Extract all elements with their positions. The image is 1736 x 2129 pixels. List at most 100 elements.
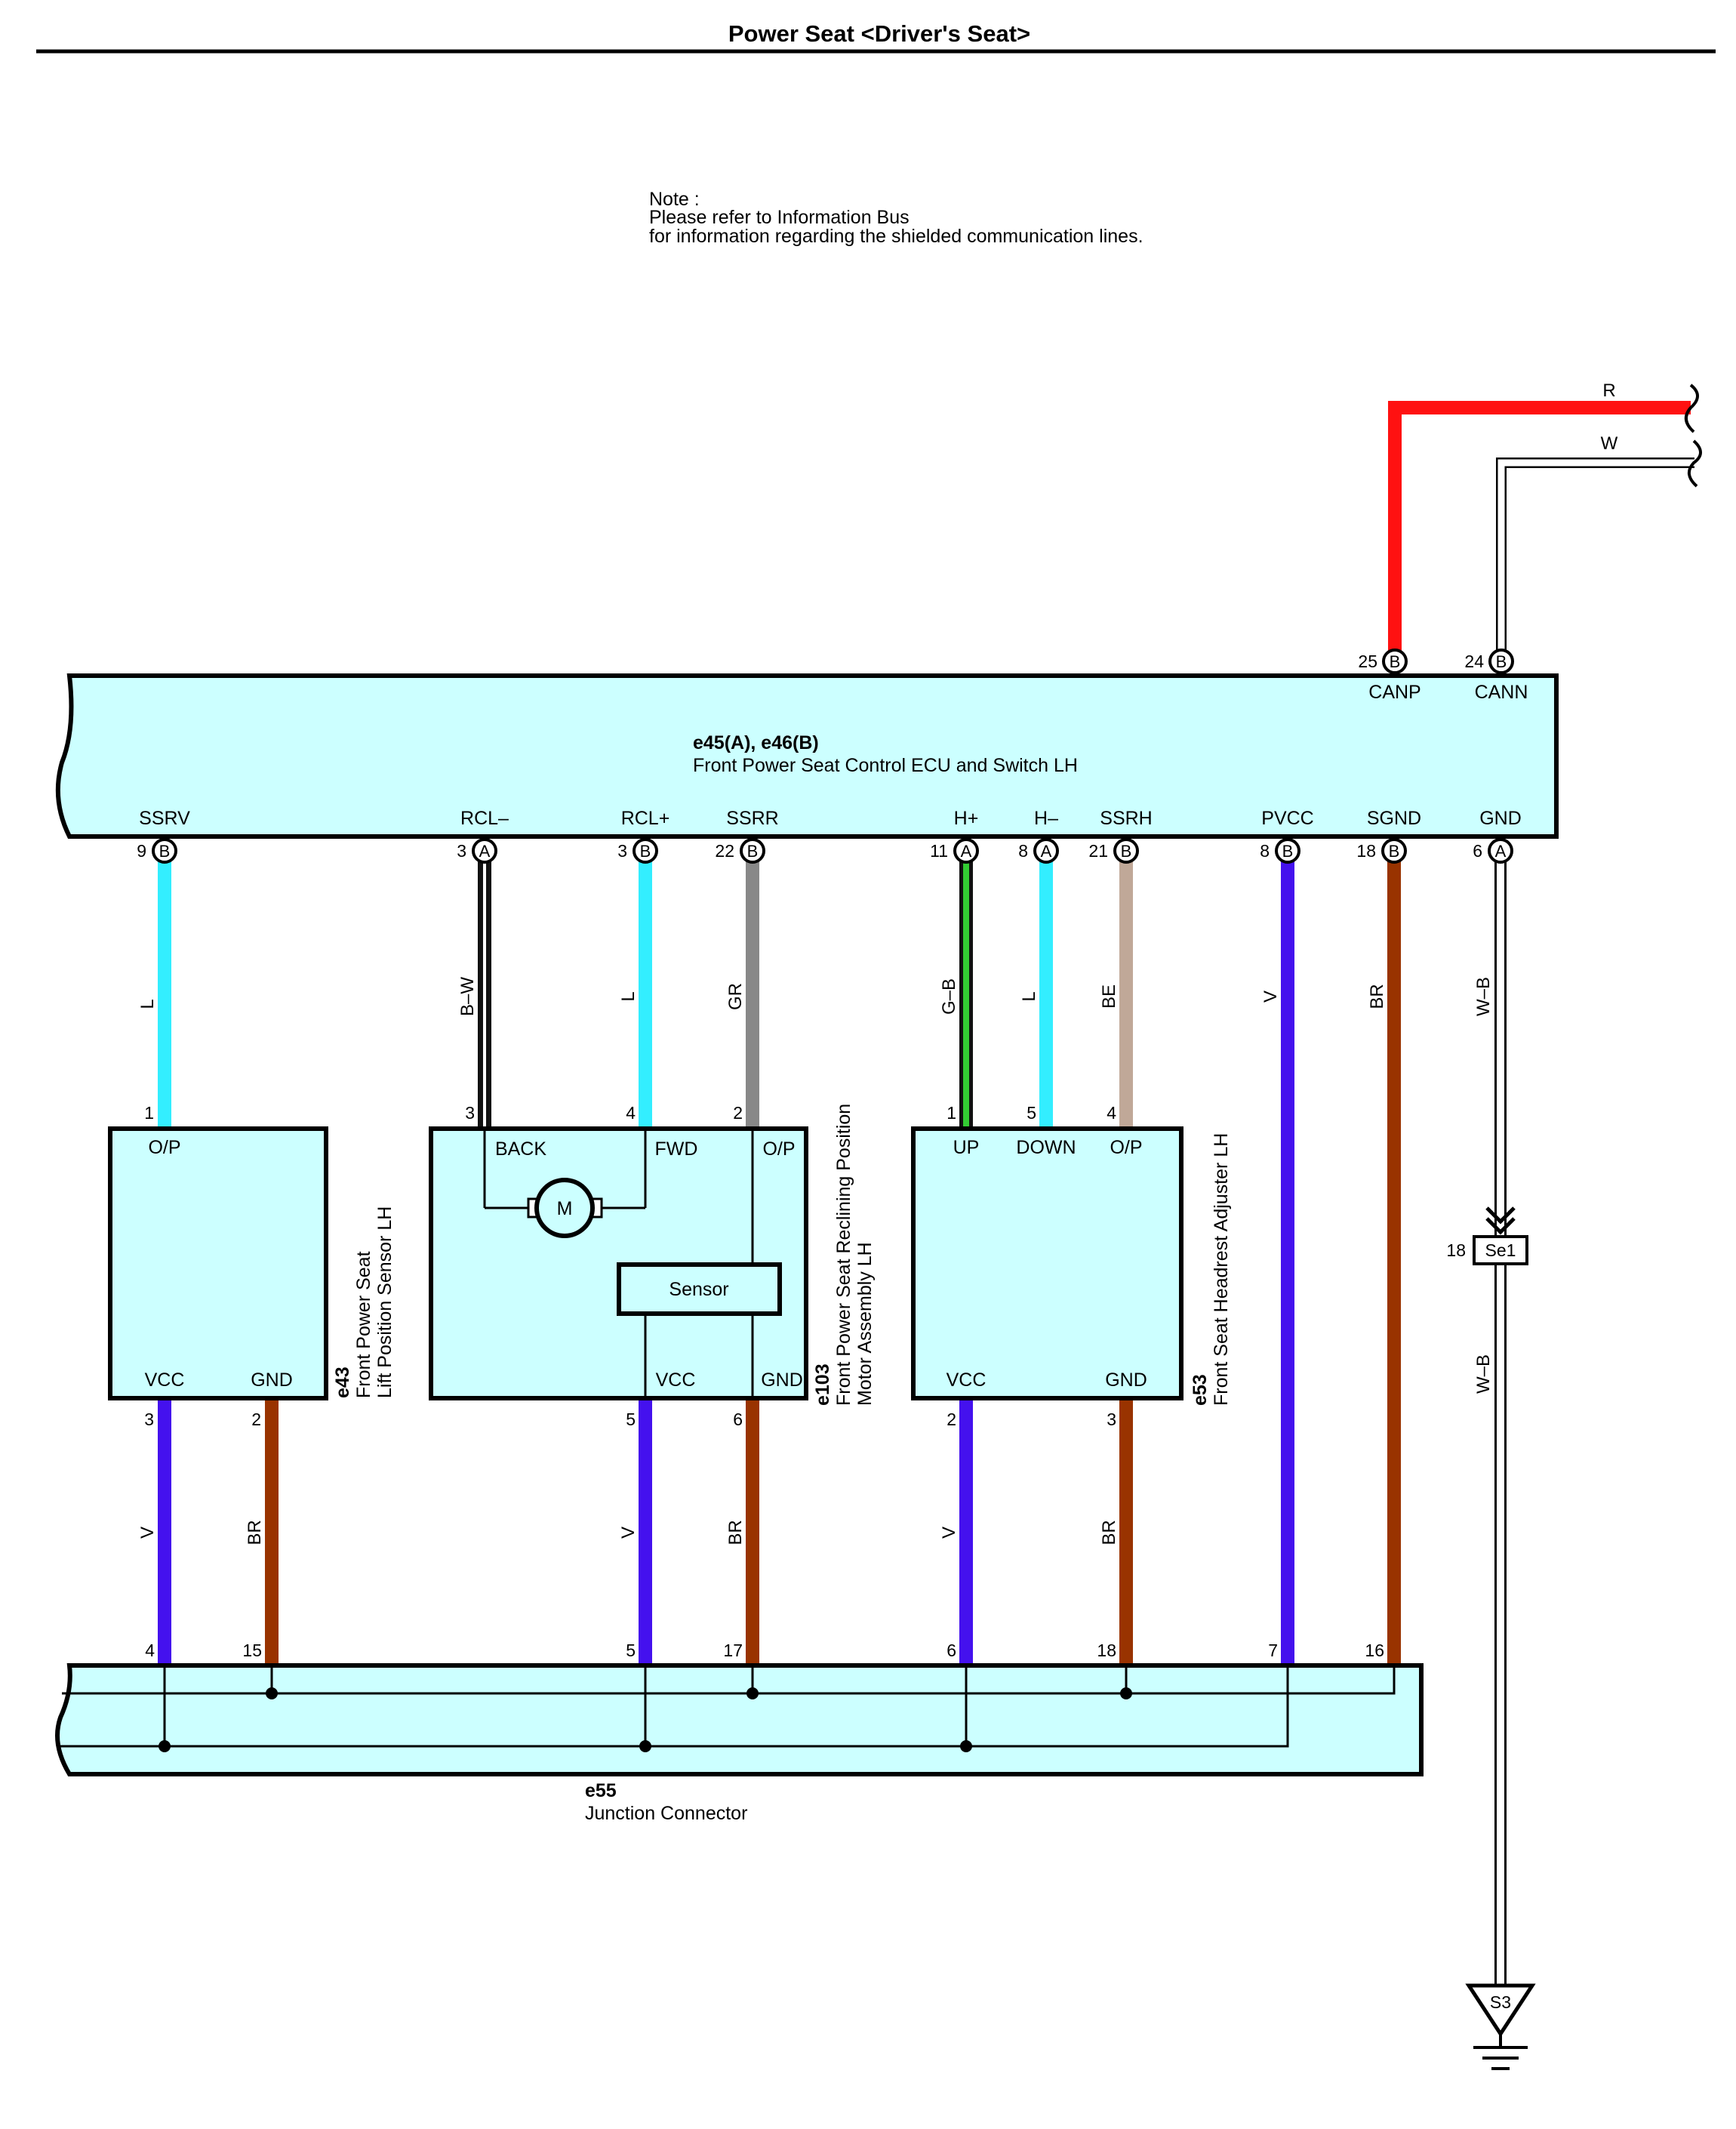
lower-wire-labels: V BR V BR V BR xyxy=(137,1520,1119,1545)
wire-label: B–W xyxy=(457,977,478,1016)
wire-label: W–B xyxy=(1473,977,1494,1016)
splice-pin: 18 xyxy=(1446,1240,1466,1260)
e53-vcc: VCC xyxy=(946,1370,987,1391)
term-rcl-plus: RCL+ xyxy=(621,808,670,829)
ground-s3: S3 xyxy=(1465,1983,1536,2070)
ecu-top-terminals: 25 B CANP 24 B CANN xyxy=(1358,649,1528,703)
splice-wire-label: W–B xyxy=(1473,1354,1494,1394)
can-bus-wires: R W xyxy=(1388,381,1702,661)
pin-gnd: 6 xyxy=(1473,841,1482,861)
e43-op: O/P xyxy=(148,1137,180,1158)
junction-dot xyxy=(266,1687,278,1699)
wire-label: V xyxy=(939,1527,959,1539)
connector-circle xyxy=(1381,838,1407,864)
e103-op: O/P xyxy=(762,1138,795,1160)
conn-rcl-plus: B xyxy=(640,842,651,861)
e55-pin: 4 xyxy=(145,1641,155,1660)
note-line-2: Please refer to Information Bus xyxy=(649,207,910,228)
e103-gnd: GND xyxy=(761,1370,803,1391)
e43-box xyxy=(108,1126,328,1400)
junction-box xyxy=(55,1663,1424,1776)
term-sgnd: SGND xyxy=(1367,808,1421,829)
connector-circle xyxy=(633,838,658,864)
e103-pin-vcc: 5 xyxy=(626,1410,636,1429)
note-line-1: Note : xyxy=(649,189,700,210)
pin-rcl-minus: 3 xyxy=(457,841,466,861)
pin-sgnd: 18 xyxy=(1356,841,1376,861)
conn-h-minus: A xyxy=(1041,842,1052,861)
wire-canp-red xyxy=(1388,401,1691,661)
note: Note : Please refer to Information Bus f… xyxy=(649,189,1143,247)
wire-label: L xyxy=(618,991,639,1001)
e103-motor: M xyxy=(557,1198,573,1219)
e55-pin: 6 xyxy=(946,1641,956,1660)
e103-vcc: VCC xyxy=(656,1370,696,1391)
e53-gnd: GND xyxy=(1105,1370,1147,1391)
e55-pin: 15 xyxy=(242,1641,262,1660)
e103-name-1: Front Power Seat Reclining Position xyxy=(833,1104,854,1406)
connector-circle xyxy=(152,838,177,864)
wire-label: BR xyxy=(245,1520,265,1545)
junction-e55: 4 15 5 17 6 18 7 16 e55 Junction Connect… xyxy=(55,1641,1424,1824)
wire-label: L xyxy=(1019,991,1039,1001)
wire-label: G–B xyxy=(939,978,959,1015)
e103-sensor: Sensor xyxy=(669,1279,728,1300)
e55-code: e55 xyxy=(585,1780,617,1801)
term-canp: CANP xyxy=(1368,682,1421,703)
component-e103: M Sensor BACK FWD O/P VCC GND 3 4 2 5 6 … xyxy=(429,1103,876,1429)
motor-icon xyxy=(534,1178,595,1238)
e103-code: e103 xyxy=(812,1363,833,1406)
ground-triangle xyxy=(1465,1983,1536,2038)
e53-up: UP xyxy=(953,1137,980,1158)
e55-pin: 16 xyxy=(1365,1641,1384,1660)
connector-circle xyxy=(1382,649,1408,674)
junction-dot xyxy=(159,1740,171,1752)
e53-box xyxy=(911,1126,1183,1400)
wire-label: BR xyxy=(725,1520,746,1545)
splice-box xyxy=(1473,1235,1528,1265)
component-e43: O/P VCC GND 1 3 2 e43 Front Power Seat L… xyxy=(108,1103,396,1429)
connector-circle xyxy=(472,838,497,864)
connector-circle xyxy=(1275,838,1300,864)
e103-name-2: Motor Assembly LH xyxy=(854,1242,876,1406)
splice-se1: Se1 18 W–B xyxy=(1446,1206,1528,1394)
e55-pin: 7 xyxy=(1268,1641,1278,1660)
junction-dot xyxy=(960,1740,972,1752)
connector-circle xyxy=(1488,649,1514,674)
wire-label-r: R xyxy=(1602,381,1615,401)
conn-sgnd: B xyxy=(1389,842,1400,861)
e53-pin-op: 4 xyxy=(1107,1103,1116,1123)
chevron-down-icon xyxy=(1485,1206,1516,1225)
wire-label: BR xyxy=(1099,1520,1119,1545)
page-title: Power Seat <Driver's Seat> xyxy=(728,20,1030,47)
e103-pin-back: 3 xyxy=(465,1103,475,1123)
wire-label: GR xyxy=(725,983,746,1010)
e103-fwd: FWD xyxy=(655,1138,698,1160)
wire-label: V xyxy=(618,1527,639,1539)
ground-label: S3 xyxy=(1490,1992,1511,2012)
pin-ssrv: 9 xyxy=(137,841,146,861)
component-e53: UP DOWN O/P VCC GND 1 5 4 2 3 e53 Front … xyxy=(911,1103,1232,1429)
e53-down: DOWN xyxy=(1016,1137,1076,1158)
e103-pin-fwd: 4 xyxy=(626,1103,636,1123)
e103-pin-gnd: 6 xyxy=(733,1410,743,1429)
upper-wire-labels: L B–W L GR G–B L BE V BR W–B xyxy=(137,977,1494,1016)
pin-ssrh: 21 xyxy=(1088,841,1108,861)
term-ssrr: SSRR xyxy=(726,808,778,829)
e53-name-1: Front Seat Headrest Adjuster LH xyxy=(1211,1133,1232,1406)
e103-back: BACK xyxy=(495,1138,546,1160)
conn-ssrr: B xyxy=(747,842,759,861)
e43-vcc: VCC xyxy=(145,1370,185,1391)
e55-name: Junction Connector xyxy=(585,1803,747,1824)
wire-label: L xyxy=(137,999,158,1009)
e53-pin-gnd: 3 xyxy=(1107,1410,1116,1429)
e43-pin-op: 1 xyxy=(144,1103,154,1123)
ecu-name: Front Power Seat Control ECU and Switch … xyxy=(693,755,1078,776)
term-ssrh: SSRH xyxy=(1100,808,1152,829)
term-h-plus: H+ xyxy=(954,808,979,829)
e55-pin: 18 xyxy=(1097,1641,1116,1660)
e43-pin-gnd: 2 xyxy=(251,1410,261,1429)
connector-circle xyxy=(1488,838,1513,864)
pin-pvcc: 8 xyxy=(1260,841,1270,861)
connector-circle xyxy=(1113,838,1139,864)
